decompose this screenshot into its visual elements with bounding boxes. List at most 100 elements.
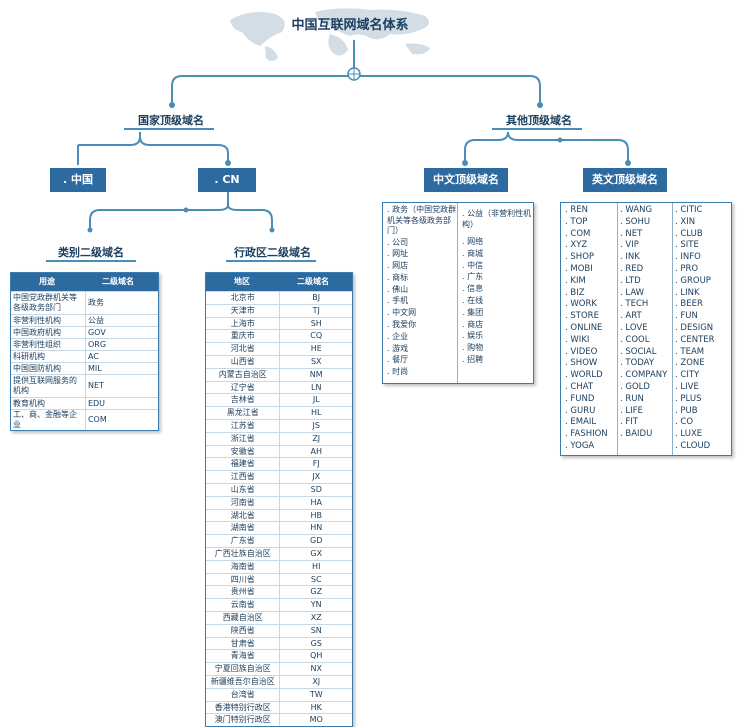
region-sld-cell: XJ xyxy=(279,675,352,688)
region-area-cell: 西藏自治区 xyxy=(222,612,263,622)
chinese-tld-item: . 商店 xyxy=(462,319,484,329)
region-area-cell: 宁夏回族自治区 xyxy=(214,664,271,674)
region-area-cell: 黑龙江省 xyxy=(226,408,259,418)
region-sld-cell: TJ xyxy=(279,304,352,317)
category-sld-cell: GOV xyxy=(84,327,158,338)
region-sld-cell: QH xyxy=(279,650,352,663)
english-list-col3: . CITIC. XIN. CLUB. SITE. INFO. PRO. GRO… xyxy=(673,205,731,455)
region-sld-cell: HN xyxy=(279,522,352,535)
region-area-cell: 上海市 xyxy=(230,318,255,328)
region-sld-cell: GX xyxy=(279,547,352,560)
chinese-tld-item: . 我爱你 xyxy=(387,320,417,330)
chinese-tld-item: . 佛山 xyxy=(387,284,409,294)
category-usage-cell: 中国政府机构 xyxy=(13,327,61,337)
category-sld-cell: ORG xyxy=(84,339,158,350)
category-sld-cell: 政务 xyxy=(84,292,158,314)
chinese-tld-item: . 中文网 xyxy=(387,308,417,318)
region-table-header: 地区 二级域名 xyxy=(206,273,352,291)
english-tld-item: . FASHION xyxy=(565,429,608,440)
region-sld-cell: HA xyxy=(279,496,352,509)
national-tld-heading: 国家顶级域名 xyxy=(138,114,204,127)
diagram-title: 中国互联网域名体系 xyxy=(291,18,409,33)
table-row: 非营利性机构公益 xyxy=(11,314,158,326)
region-sld-cell: CQ xyxy=(279,330,352,343)
region-area-cell: 山西省 xyxy=(230,356,255,366)
chinese-list-col1: . 政务（中国党政群机关等各级政务部门） . 公司. 网址. 网店. 商标. 佛… xyxy=(383,203,457,383)
region-sld-cell: AH xyxy=(279,445,352,458)
region-sld-cell: HK xyxy=(279,701,352,714)
region-sld-cell: SD xyxy=(279,483,352,496)
region-area-cell: 台湾省 xyxy=(230,689,255,699)
table-row: 河南省 HA xyxy=(206,495,352,509)
english-tld-item: . SHOW xyxy=(565,358,598,369)
region-sld-cell: XZ xyxy=(279,611,352,624)
region-area-cell: 澳门特别行政区 xyxy=(214,715,271,725)
category-sld-cell: COM xyxy=(84,410,158,430)
chinese-tld-item: . 在线 xyxy=(462,295,484,305)
category-header-usage: 用途 xyxy=(39,277,55,286)
english-tld-item: . LIVE xyxy=(675,381,699,392)
region-area-cell: 辽宁省 xyxy=(230,382,255,392)
english-tld-item: . GOLD xyxy=(620,381,650,392)
english-tld-item: . GURU xyxy=(565,405,596,416)
chinese-list-divider xyxy=(457,203,458,383)
english-tld-item: . TODAY xyxy=(620,358,655,369)
region-area-cell: 江西省 xyxy=(230,472,255,482)
english-tld-item: . WIKI xyxy=(565,334,590,345)
chinese-tld-item: . 政务（中国党政群机关等各级政务部门） xyxy=(387,205,457,235)
english-tld-item: . REN xyxy=(565,205,589,215)
english-tld-item: . XYZ xyxy=(565,240,588,251)
category-sld-cell: MIL xyxy=(84,363,158,374)
chinese-tld-item: . 商标 xyxy=(387,272,409,282)
english-tld-item: . CITIC xyxy=(675,205,703,215)
english-tld-item: . VIDEO xyxy=(565,346,598,357)
english-tld-item: . CITY xyxy=(675,370,700,381)
english-tld-item: . SOCIAL xyxy=(620,346,657,357)
english-tld-box: 英文顶级域名 xyxy=(583,168,667,192)
region-sld-cell: ZJ xyxy=(279,432,352,445)
chinese-tld-item: . 娱乐 xyxy=(462,331,484,341)
english-tld-item: . COM xyxy=(565,228,591,239)
region-area-cell: 重庆市 xyxy=(230,331,255,341)
chinese-tld-item: . 广东 xyxy=(462,272,484,282)
chinese-tld-list: . 政务（中国党政群机关等各级政务部门） . 公司. 网址. 网店. 商标. 佛… xyxy=(382,202,534,384)
region-area-cell: 陕西省 xyxy=(230,625,255,635)
english-tld-item: . ZONE xyxy=(675,358,705,369)
english-tld-item: . BEER xyxy=(675,299,703,310)
chinese-tld-item: . 信息 xyxy=(462,284,484,294)
region-area-cell: 河南省 xyxy=(230,497,255,507)
region-area-cell: 江苏省 xyxy=(230,420,255,430)
region-sld-cell: SN xyxy=(279,624,352,637)
national-tld-underline xyxy=(124,128,214,130)
chinese-list-col2: . 公益（非营利性机构） . 网络. 商城. 中信. 广东. 信息. 在线. 集… xyxy=(458,203,533,383)
english-tld-item: . CO xyxy=(675,417,694,428)
region-sld-cell: GD xyxy=(279,535,352,547)
region-area-cell: 安徽省 xyxy=(230,446,255,456)
region-area-cell: 云南省 xyxy=(230,600,255,610)
region-sld-cell: SH xyxy=(279,317,352,330)
category-sld-cell: EDU xyxy=(84,398,158,409)
english-tld-item: . COMPANY xyxy=(620,370,668,381)
english-tld-item: . CLUB xyxy=(675,228,703,239)
region-sld-heading: 行政区二级域名 xyxy=(234,246,311,259)
english-tld-item: . WORK xyxy=(565,299,597,310)
region-sld-cell: SC xyxy=(279,573,352,586)
chinese-tld-box: 中文顶级域名 xyxy=(424,168,508,192)
